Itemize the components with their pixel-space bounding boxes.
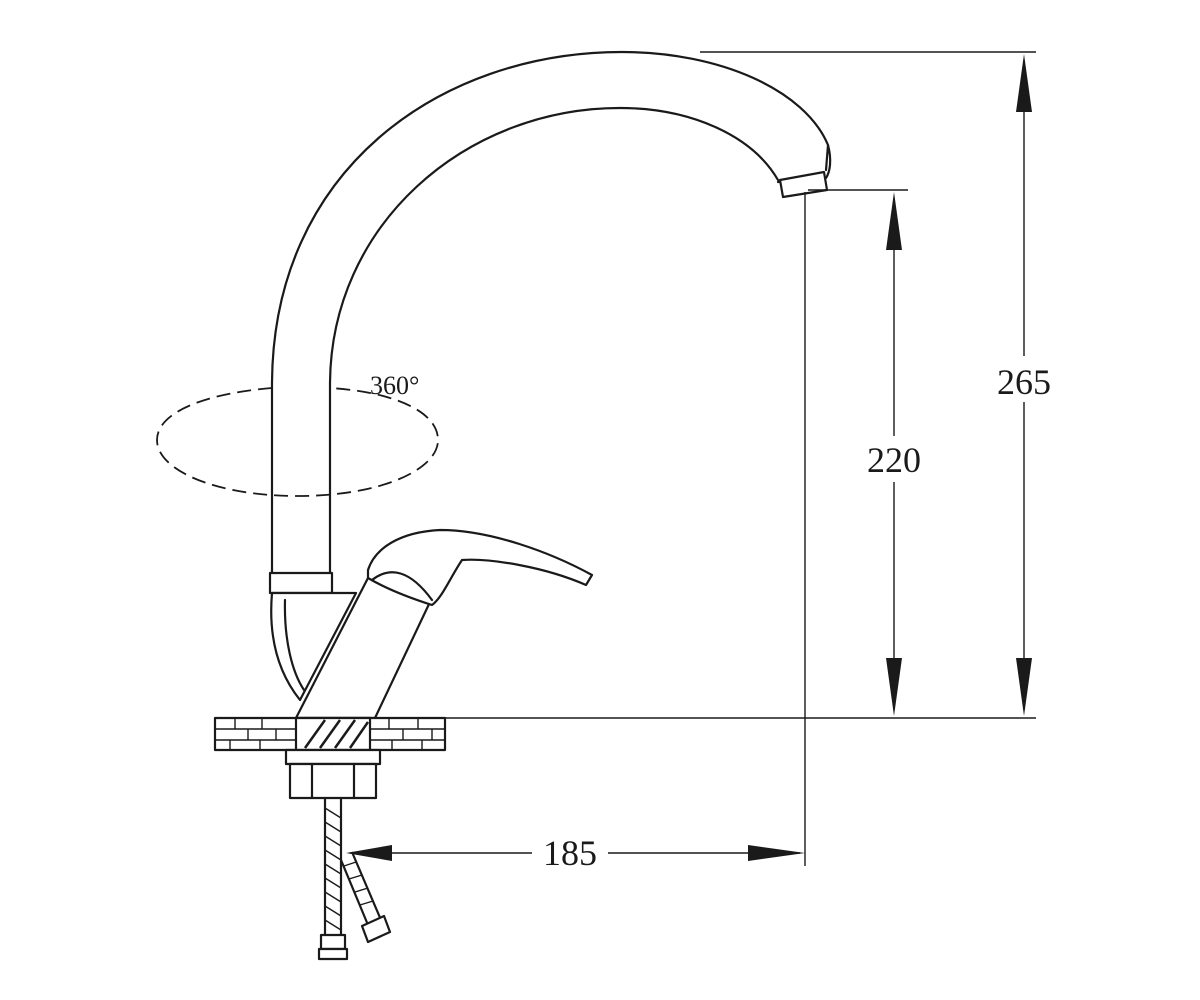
spout-inner-contour — [328, 106, 780, 575]
dimension-spout-height: 220 — [808, 189, 926, 716]
faucet-body — [268, 571, 432, 720]
lever-handle — [366, 528, 594, 607]
body-bowl-inner — [283, 598, 306, 692]
hose-nut-1 — [317, 947, 349, 961]
spout-collar — [268, 571, 334, 595]
nut-washer — [284, 748, 382, 766]
spout — [270, 50, 832, 575]
aerator — [778, 170, 829, 199]
hose-fitting-1 — [319, 933, 347, 951]
mounting-nut — [284, 748, 382, 800]
nut-hex — [288, 762, 378, 800]
body-bowl — [270, 591, 358, 702]
hose-braid-2 — [343, 861, 374, 906]
spout-outer-contour — [270, 50, 830, 575]
lever-detail — [370, 571, 434, 602]
dimension-total-height: 265 — [370, 51, 1056, 719]
reach-label: 185 — [543, 833, 597, 873]
spout-height-label: 220 — [867, 440, 921, 480]
countertop — [213, 716, 447, 752]
rotation-indicator: 360° — [156, 371, 439, 497]
total-height-label: 265 — [997, 362, 1051, 402]
shank-hatching — [303, 719, 370, 749]
dimension-reach: 185 — [346, 192, 806, 874]
rotation-angle-label: 360° — [370, 371, 419, 400]
hose-fitting-2 — [360, 914, 392, 944]
hose-braid-1 — [324, 807, 342, 931]
supply-hoses — [317, 798, 392, 961]
rotation-ellipse-back — [156, 387, 439, 497]
lever-body — [366, 528, 594, 607]
